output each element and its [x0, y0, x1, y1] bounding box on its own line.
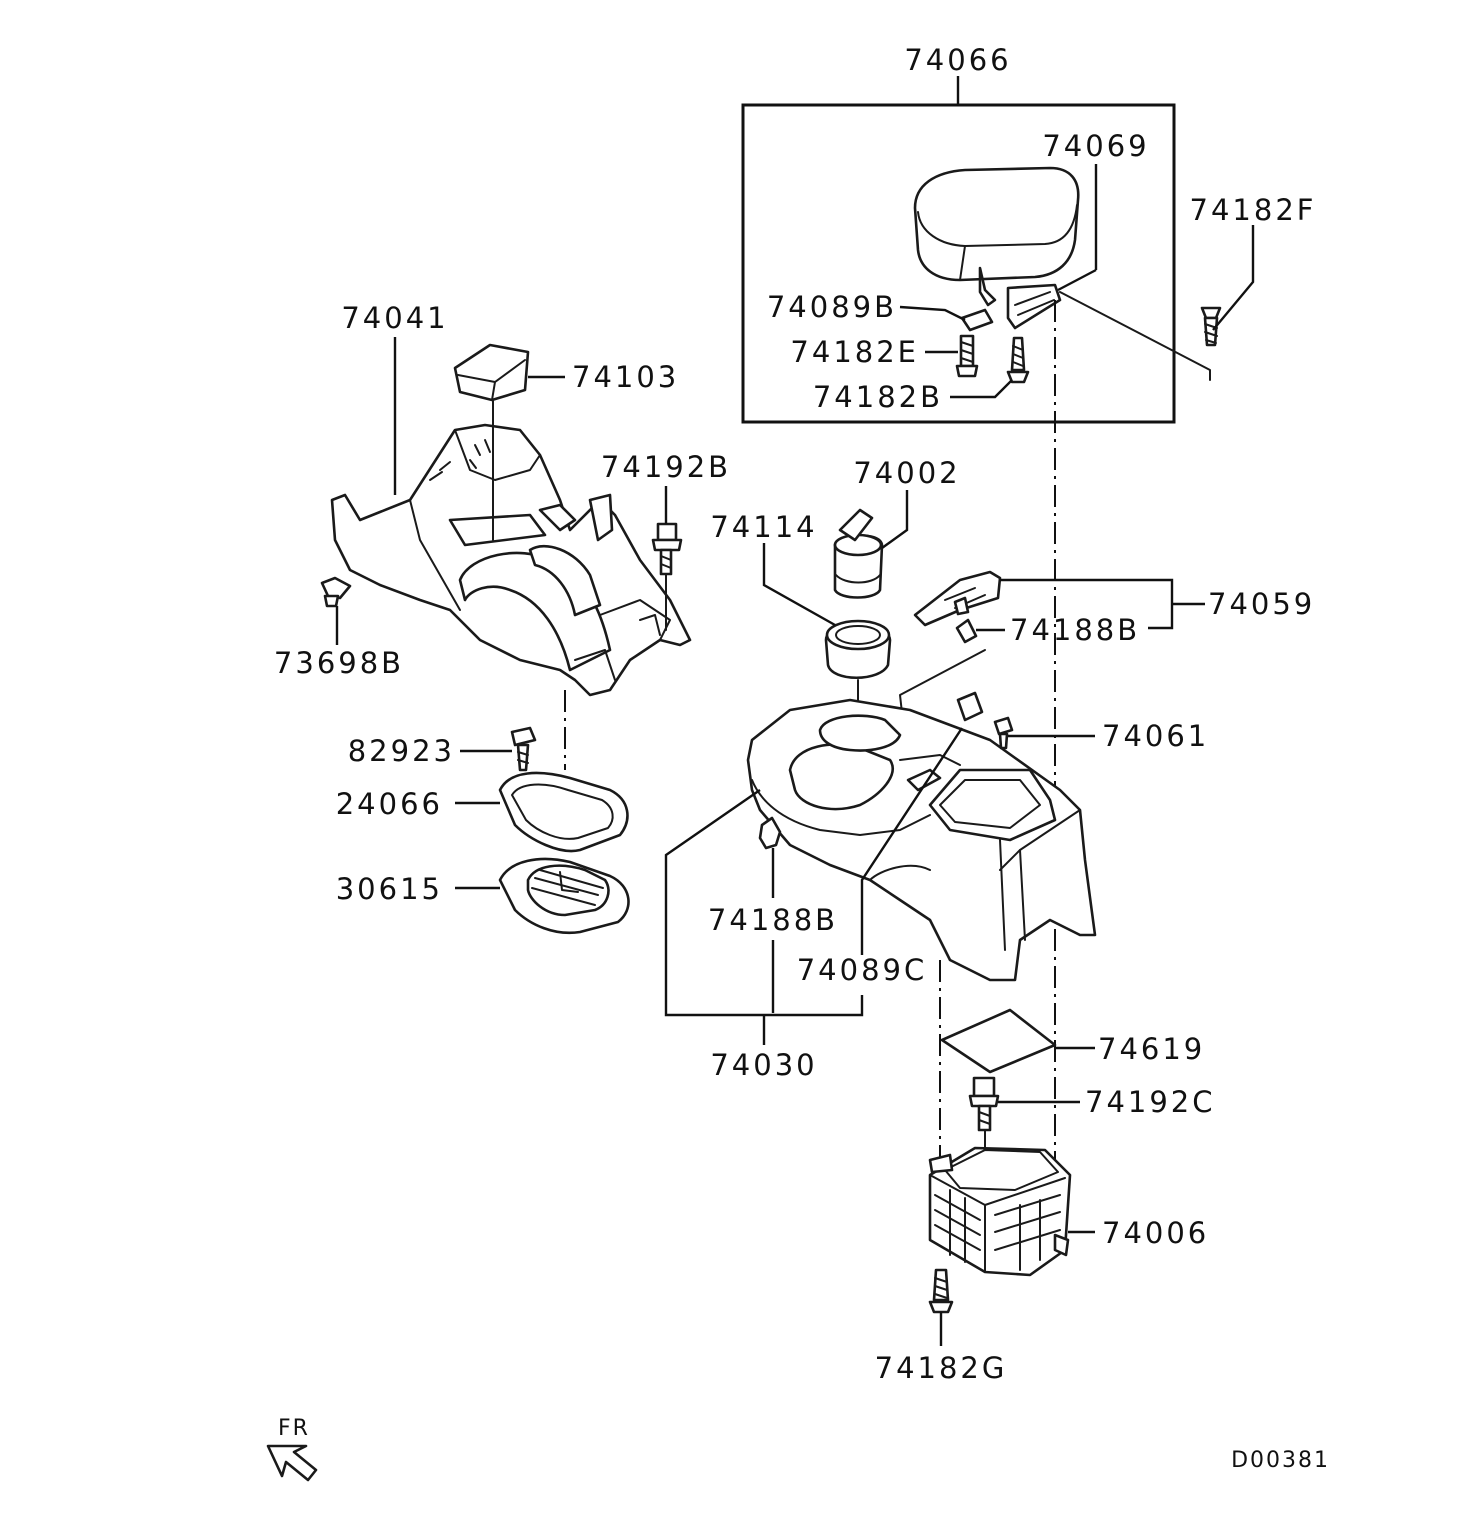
callout-74059: 74059: [1208, 587, 1315, 621]
bracket-74089B: [960, 308, 994, 332]
callout-24066: 24066: [336, 787, 443, 821]
screw-74182B: [1006, 336, 1030, 384]
front-console-74041: [330, 423, 692, 697]
mat-74619: [940, 1008, 1057, 1074]
boot-30615: [498, 857, 630, 935]
bolt-74192C: [968, 1076, 1000, 1132]
callout-74182B: 74182B: [813, 380, 943, 414]
bracket-74089C: [956, 691, 984, 722]
lid-74059: [913, 570, 1002, 627]
small-tray-74103: [453, 343, 530, 402]
callout-74182F: 74182F: [1190, 193, 1317, 227]
callout-74061: 74061: [1102, 719, 1209, 753]
clip-74188B-lower: [758, 816, 782, 850]
bolt-74192B: [651, 522, 683, 576]
clip-73698B: [320, 576, 352, 608]
cup-ring-74114: [824, 619, 892, 680]
screw-74182E: [955, 334, 979, 378]
callout-74188B-lower: 74188B: [708, 903, 838, 937]
rear-console-74030: [746, 698, 1097, 982]
callout-74182E: 74182E: [790, 335, 919, 369]
front-direction-arrow-icon: [266, 1444, 318, 1482]
callout-74030: 74030: [710, 1048, 817, 1082]
callout-30615: 30615: [336, 872, 443, 906]
screw-82923: [510, 726, 537, 772]
gasket-24066: [498, 771, 629, 853]
callout-74619: 74619: [1098, 1032, 1205, 1066]
callout-74041: 74041: [341, 301, 448, 335]
callout-74089C: 74089C: [797, 953, 928, 987]
clip-74188B-top: [955, 618, 978, 644]
callout-74114: 74114: [710, 510, 817, 544]
armrest-cushion: [913, 166, 1080, 330]
callout-74182G: 74182G: [875, 1351, 1008, 1385]
direction-label: FR: [278, 1416, 310, 1441]
callout-74006: 74006: [1102, 1216, 1209, 1250]
callout-74066: 74066: [904, 43, 1011, 77]
callout-73698B: 73698B: [274, 646, 404, 680]
cup-holder-74002: [833, 508, 884, 599]
screw-74061: [993, 716, 1014, 750]
callout-74192B: 74192B: [601, 450, 731, 484]
screw-74182G: [928, 1268, 954, 1314]
screw-74182F: [1200, 306, 1222, 347]
callout-74089B: 74089B: [767, 290, 897, 324]
callout-74002: 74002: [853, 456, 960, 490]
callout-74188B-top: 74188B: [1010, 613, 1140, 647]
callout-74103: 74103: [572, 360, 679, 394]
callout-74192C: 74192C: [1085, 1085, 1216, 1119]
diagram-id: D00381: [1231, 1448, 1330, 1473]
callout-74069: 74069: [1042, 129, 1149, 163]
storage-box-74006: [928, 1146, 1072, 1277]
callout-82923: 82923: [348, 734, 455, 768]
